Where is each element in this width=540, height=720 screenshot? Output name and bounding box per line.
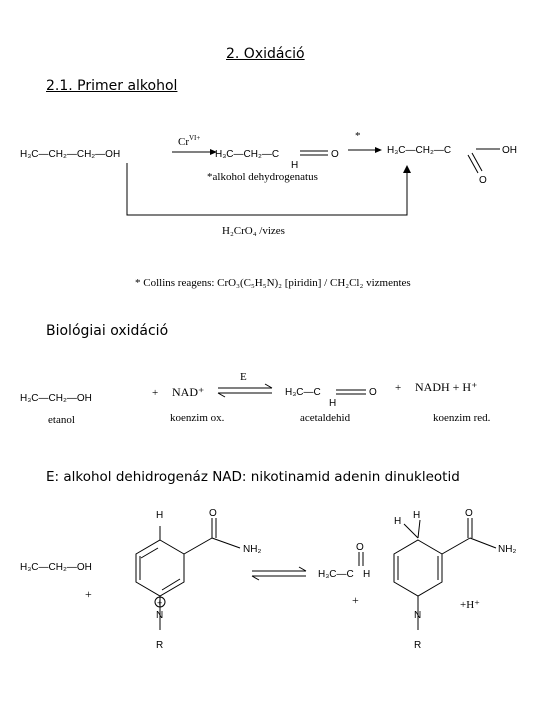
nadh-h2: H (413, 510, 420, 521)
nadh-amide-nh2: NH₂ (498, 544, 516, 555)
h-plus: +H⁺ (460, 599, 480, 611)
reagent-cr: CrVI+ (178, 134, 200, 148)
arrow-2-head (375, 147, 382, 153)
acid-carbonyl-oxygen: O (479, 175, 487, 186)
acetaldehyde-h-2: H (363, 569, 370, 580)
scheme-biological: H₃C—CH₂—OH etanol + NAD⁺ koenzim ox. E H… (20, 371, 491, 426)
eq2-back-head (251, 575, 260, 581)
nad-r: R (156, 640, 163, 651)
propanal-formula: H₃C—CH₂—C (215, 149, 279, 160)
arrow-1-head (210, 149, 217, 155)
section3-title: E: alkohol dehidrogenáz NAD: nikotinamid… (46, 469, 460, 485)
nad-amide-o: O (209, 508, 217, 519)
eq2-forward-head (298, 566, 307, 572)
acetaldehyde-formula-2: H₃C—C (318, 569, 354, 580)
nad-oxidized: NAD⁺ (172, 385, 204, 399)
section2-title: Biológiai oxidáció (46, 323, 169, 339)
nadh-h1: H (394, 516, 401, 527)
plus-2: + (395, 382, 401, 394)
collins-note: * Collins reagens: CrO₃(C₅H₅N)₂ [piridin… (135, 277, 411, 289)
ethanol-formula: H₃C—CH₂—OH (20, 393, 92, 404)
nad-oxidized-structure (135, 518, 241, 630)
nadh-structure (393, 518, 497, 630)
nad-h: H (156, 510, 163, 521)
scheme-nad-mechanism: H₃C—CH₂—OH + H O NH₂ + N R H₃C—C H (20, 508, 516, 651)
eq-arrow-forward-head (264, 383, 273, 389)
nadh-hplus: NADH + H⁺ (415, 380, 477, 394)
acetaldehyde-oxygen: O (369, 387, 377, 398)
star-marker: * (355, 130, 361, 142)
scheme-primary-alcohol: H₃C—CH₂—CH₂—OH CrVI+ H₃C—CH₂—C O H *alko… (20, 130, 517, 289)
acetaldehyde-hydrogen: H (329, 398, 336, 409)
nadh-n: N (414, 610, 421, 621)
nad-charge-circle (154, 596, 166, 608)
propanoic-acid-formula: H₃C—CH₂—C (387, 145, 451, 156)
eq-arrow-back-head (217, 392, 226, 398)
subheading: 2.1. Primer alkohol (46, 78, 178, 94)
enzyme-note: *alkohol dehydrogenatus (207, 171, 318, 183)
ethanol-formula-2: H₃C—CH₂—OH (20, 562, 92, 573)
nadh-amide-o: O (465, 508, 473, 519)
propanol-formula: H₃C—CH₂—CH₂—OH (20, 149, 120, 160)
nad-n: N (156, 610, 163, 621)
acid-double-bond-a (467, 154, 479, 174)
nad-label: koenzim ox. (170, 412, 225, 424)
heading: 2. Oxidáció (226, 46, 305, 62)
nadh-label: koenzim red. (433, 412, 491, 424)
propanal-hydrogen: H (291, 160, 298, 171)
plus-b: + (352, 593, 359, 607)
direct-reagent: H₂CrO₄ /vizes (222, 225, 285, 237)
enzyme-label: E (240, 371, 247, 383)
acid-double-bond-b (471, 152, 483, 172)
propanal-oxygen: O (331, 149, 339, 160)
nadh-r: R (414, 640, 421, 651)
direct-path-line (126, 163, 408, 216)
direct-path-arrowhead (403, 165, 411, 173)
acid-hydroxyl: OH (502, 145, 517, 156)
plus-1: + (152, 387, 158, 399)
plus-a: + (85, 587, 92, 601)
ethanol-label: etanol (48, 414, 75, 426)
acetaldehyde-o-2: O (356, 542, 364, 553)
acetaldehyde-formula: H₃C—C (285, 387, 321, 398)
acetaldehyde-label: acetaldehid (300, 412, 351, 424)
nad-charge: + (157, 598, 162, 608)
nad-amide-nh2: NH₂ (243, 544, 261, 555)
